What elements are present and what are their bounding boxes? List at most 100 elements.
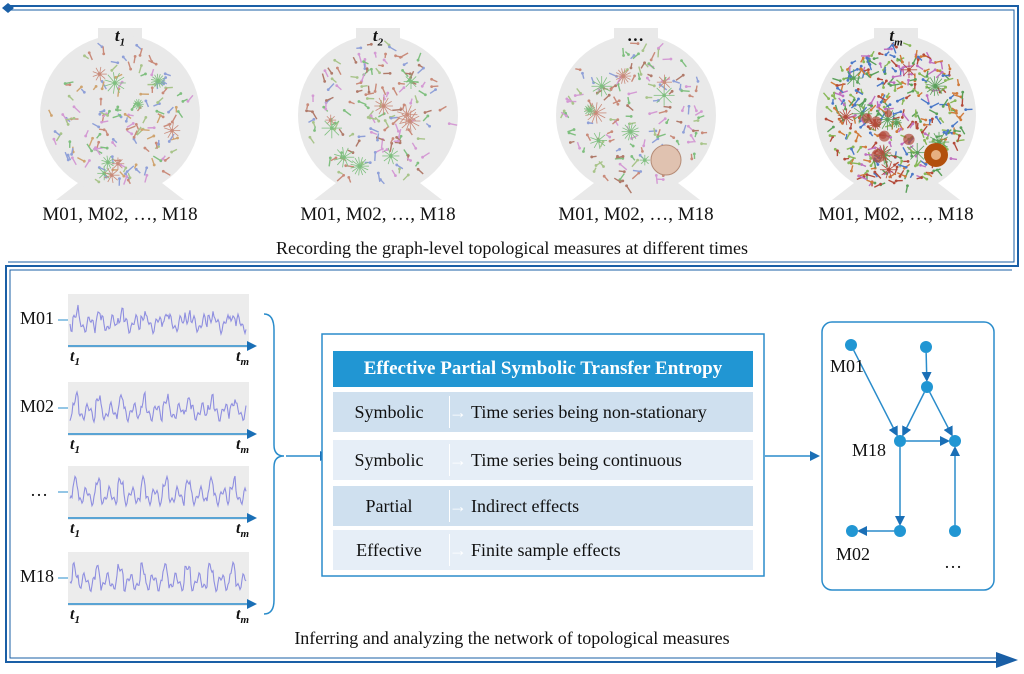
axis-subscript: m [240,444,250,457]
network-node [959,118,963,122]
axis-subscript: 1 [74,614,80,627]
network-node [649,58,653,62]
network-node [938,117,942,121]
network-node [94,85,98,88]
network-node [359,46,363,50]
cluster-hub [887,167,891,172]
network-node [325,99,328,102]
network-node [562,109,566,113]
network-node [869,108,873,112]
network-node [894,179,898,183]
network-node [123,112,127,116]
network-node [99,97,103,101]
network-node [342,109,346,112]
axis-end-label: tm [236,520,249,540]
network-node [639,170,643,173]
table-row: Symbolic→Time series being non-stationar… [333,392,753,432]
cluster-hub [136,102,141,107]
network-node [618,147,622,151]
network-node [621,155,625,158]
network-node [139,64,143,67]
network-node [913,82,917,86]
network-node [335,84,339,88]
network-node [66,123,70,126]
network-node [594,164,598,167]
dense-blob [879,131,887,139]
network-node [680,109,684,113]
network-node [579,91,582,95]
network-node [654,173,658,177]
network-node [423,111,427,114]
network-node [50,114,53,117]
network-node [111,141,114,144]
network-node [402,86,406,90]
network-node [163,158,167,162]
top-caption: Recording the graph-level topological me… [275,238,748,258]
network-node-f [894,525,906,537]
dense-blob [871,148,886,163]
network-node [934,115,938,119]
network-node [383,128,387,132]
network-edge-b-c [921,352,932,383]
network-node [914,114,918,118]
network-node [627,53,630,56]
network-node [578,146,581,150]
network-node [900,60,904,64]
network-node [355,90,359,93]
network-node [426,114,430,118]
network-edge [866,173,876,178]
network-edge [874,171,882,179]
network-node [936,69,939,72]
network-node [607,93,611,97]
network-node [312,117,316,121]
network-edge [65,117,75,121]
bottom-caption: Inferring and analyzing the network of t… [294,628,730,648]
time-symbol: t [114,26,120,45]
network-node [833,147,837,151]
network-node [394,54,397,58]
network-node [323,79,327,83]
network-node [128,176,132,180]
network-node [438,108,442,112]
network-node [883,100,887,103]
table-row: Symbolic→Time series being continuous [333,440,753,480]
network-node [865,72,869,76]
network-node [853,113,857,117]
network-edge [631,172,640,180]
row-divider [449,534,450,566]
dense-blob [870,116,882,128]
end-arrow-head [996,652,1018,668]
series-panel-4 [58,552,257,609]
network-node [132,135,136,139]
dense-blob [903,133,915,146]
network-node [330,77,334,81]
network-node [124,119,128,123]
cluster-hub [407,119,412,123]
network-edge [892,45,897,54]
network-node [865,173,869,177]
network-node [911,89,915,93]
network-node [369,42,373,46]
axis-start-label: t1 [70,520,80,540]
series-label: … [30,480,48,500]
network-node [828,134,832,137]
network-edge-c-d [902,392,925,437]
network-node [926,171,930,175]
network-edge [927,69,936,76]
network-node [351,132,355,136]
network-node [938,90,942,94]
network-node [856,67,859,71]
network-node [842,103,846,107]
network-node [866,169,869,173]
network-node [348,100,352,104]
cluster-spoke [114,82,125,90]
network-node [388,71,392,75]
network-node [70,152,73,156]
arrow-right-icon: → [449,402,467,422]
network-node [665,121,669,125]
network-node [428,124,431,128]
axis-subscript: 1 [74,528,80,541]
cluster-hub [106,160,110,165]
network-node [916,91,920,95]
